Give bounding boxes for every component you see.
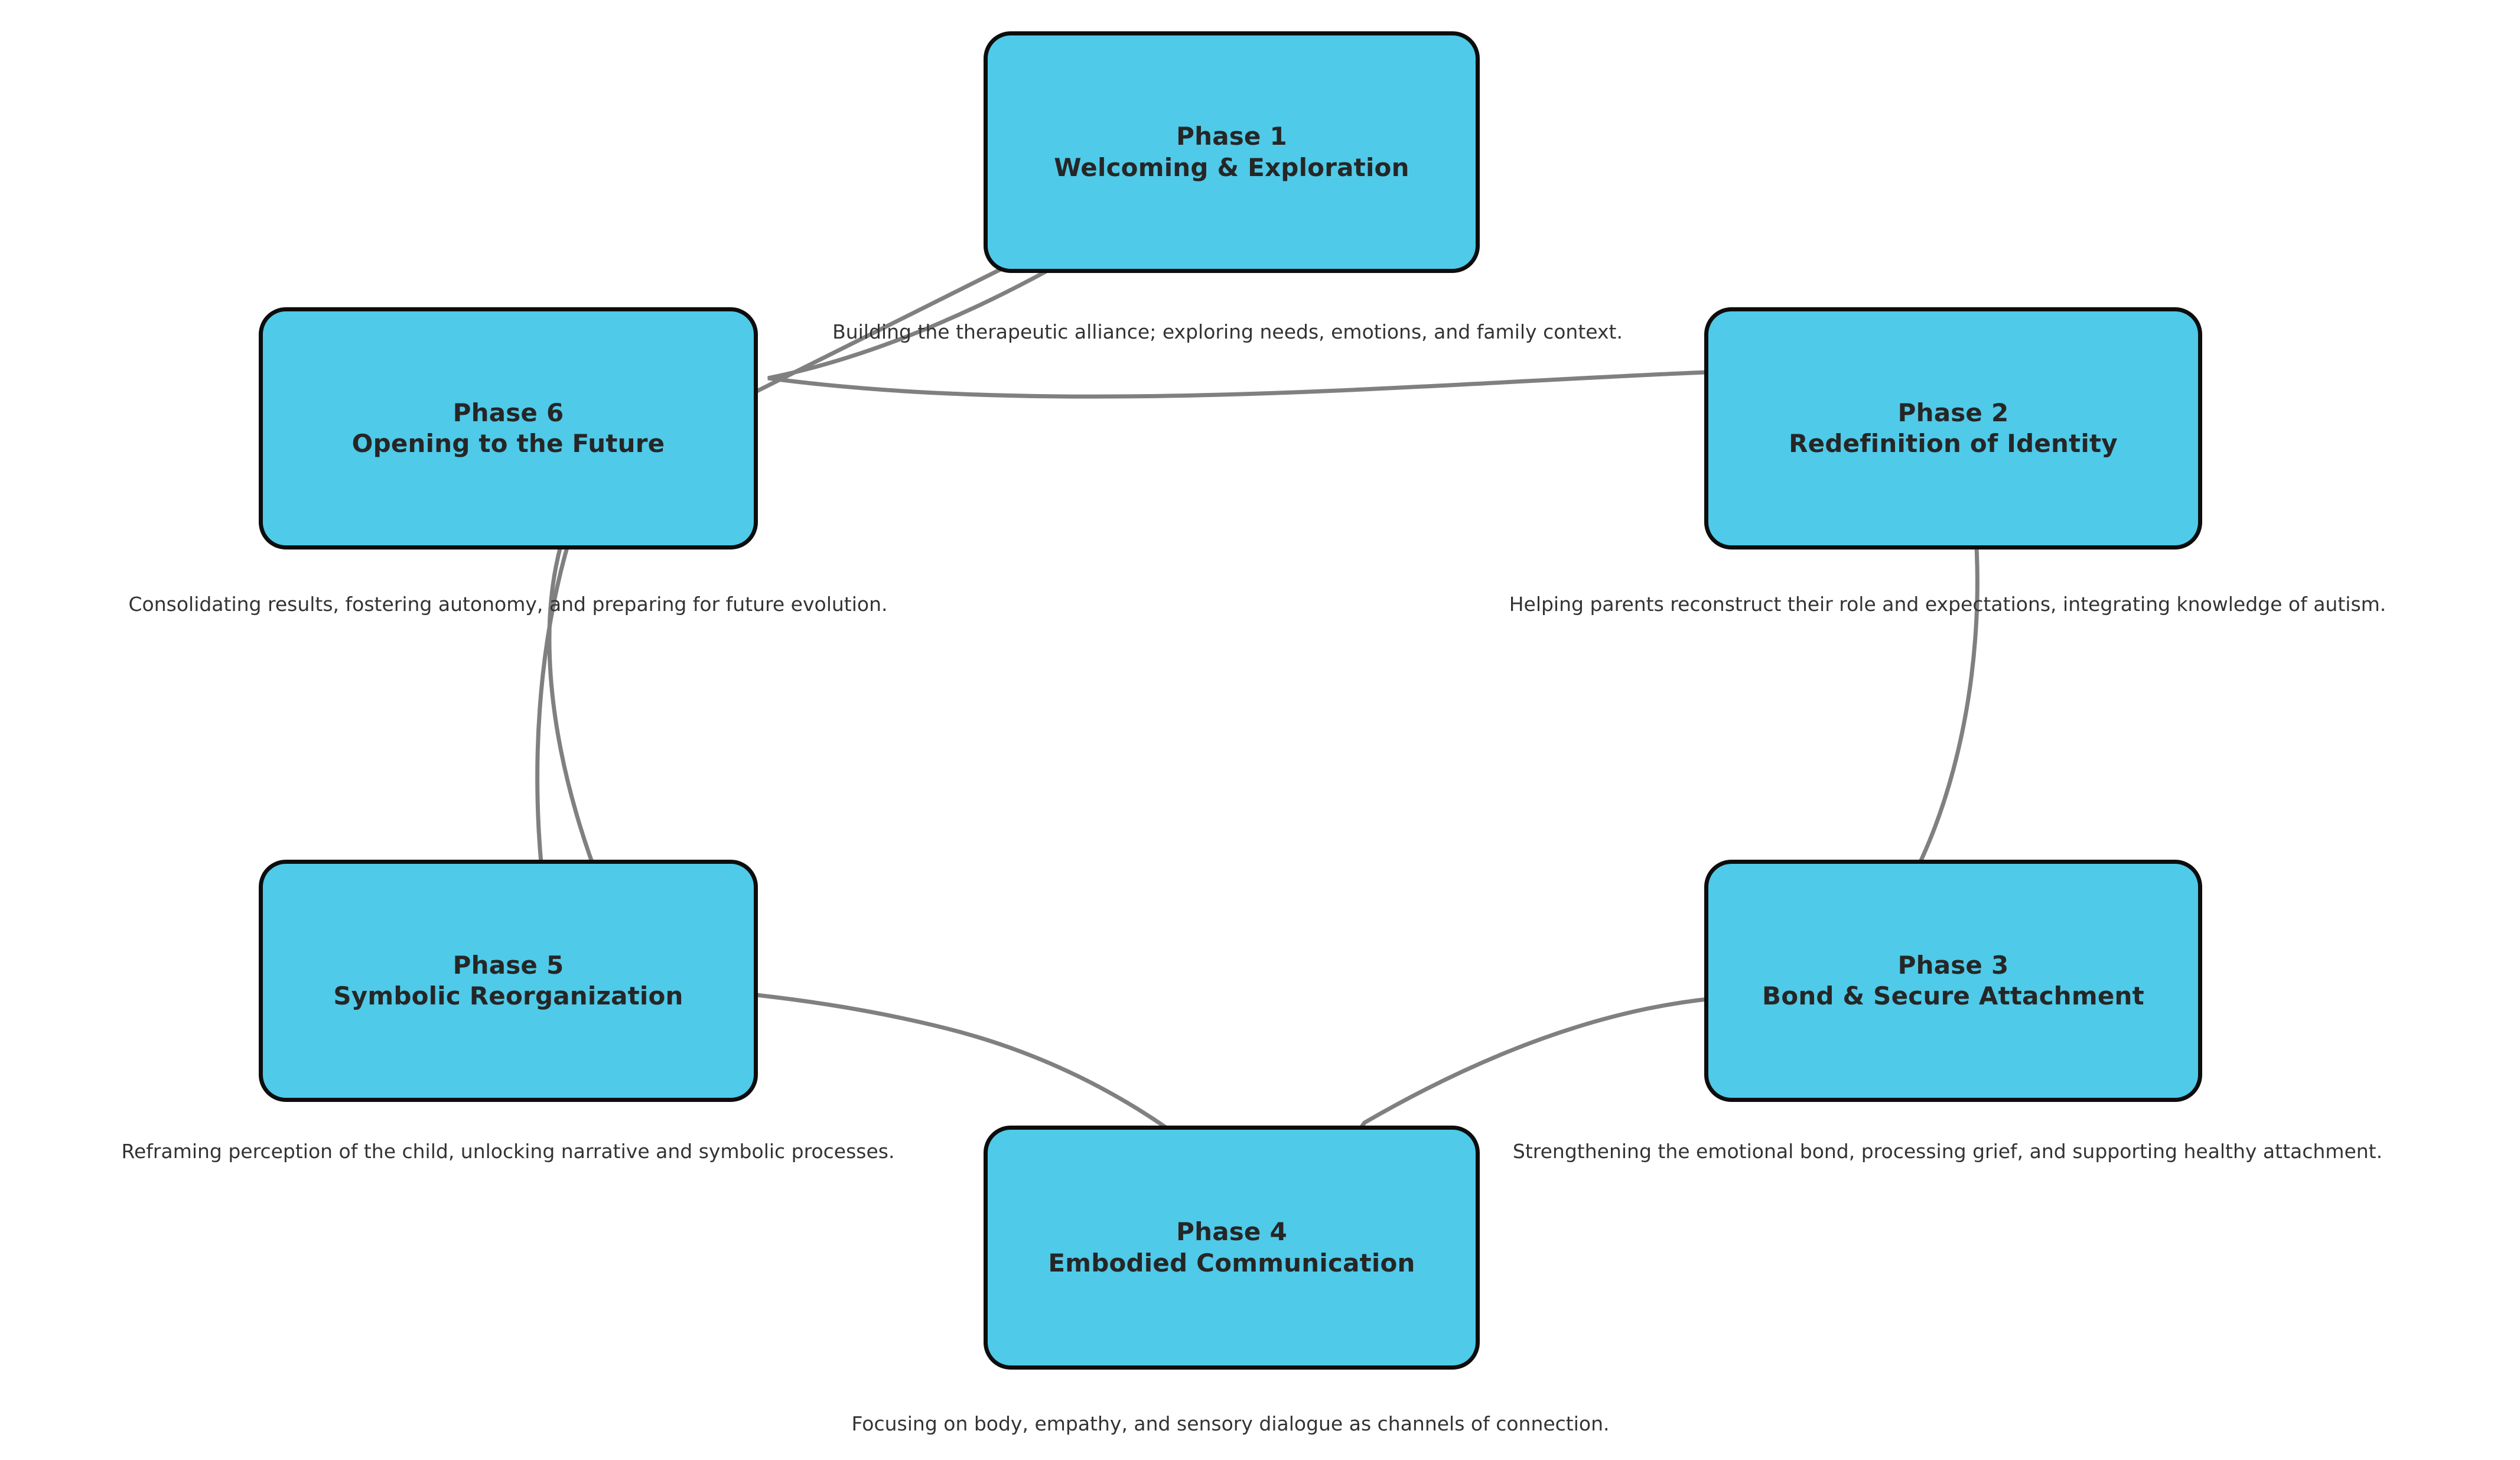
node-phase3[interactable]: Phase 3 Bond & Secure Attachment xyxy=(1704,860,2202,1102)
edge-label-5-6: Reframing perception of the child, unloc… xyxy=(121,1140,895,1163)
edge-label-4-5: Focusing on body, empathy, and sensory d… xyxy=(851,1412,1610,1435)
node-phase1[interactable]: Phase 1 Welcoming & Exploration xyxy=(984,31,1480,273)
node-phase2[interactable]: Phase 2 Redefinition of Identity xyxy=(1704,307,2202,549)
edge-label-2-3: Helping parents reconstruct their role a… xyxy=(1509,593,2386,616)
node-phase5[interactable]: Phase 5 Symbolic Reorganization xyxy=(259,860,758,1102)
edge-label-6-1: Consolidating results, fostering autonom… xyxy=(128,593,888,616)
node-phase3-label: Phase 3 Bond & Secure Attachment xyxy=(1762,950,2144,1011)
edge-path-6-1 xyxy=(547,156,1225,947)
edge-label-1-2: Building the therapeutic alliance; explo… xyxy=(832,320,1623,343)
node-phase6-label: Phase 6 Opening to the Future xyxy=(351,398,665,459)
node-phase2-label: Phase 2 Redefinition of Identity xyxy=(1789,398,2118,459)
node-phase6[interactable]: Phase 6 Opening to the Future xyxy=(259,307,758,549)
node-phase5-label: Phase 5 Symbolic Reorganization xyxy=(333,950,683,1011)
node-phase1-label: Phase 1 Welcoming & Exploration xyxy=(1054,122,1409,182)
node-phase4-label: Phase 4 Embodied Communication xyxy=(1048,1217,1415,1277)
edge-label-3-4: Strengthening the emotional bond, proces… xyxy=(1512,1140,2383,1163)
node-phase4[interactable]: Phase 4 Embodied Communication xyxy=(984,1126,1480,1370)
